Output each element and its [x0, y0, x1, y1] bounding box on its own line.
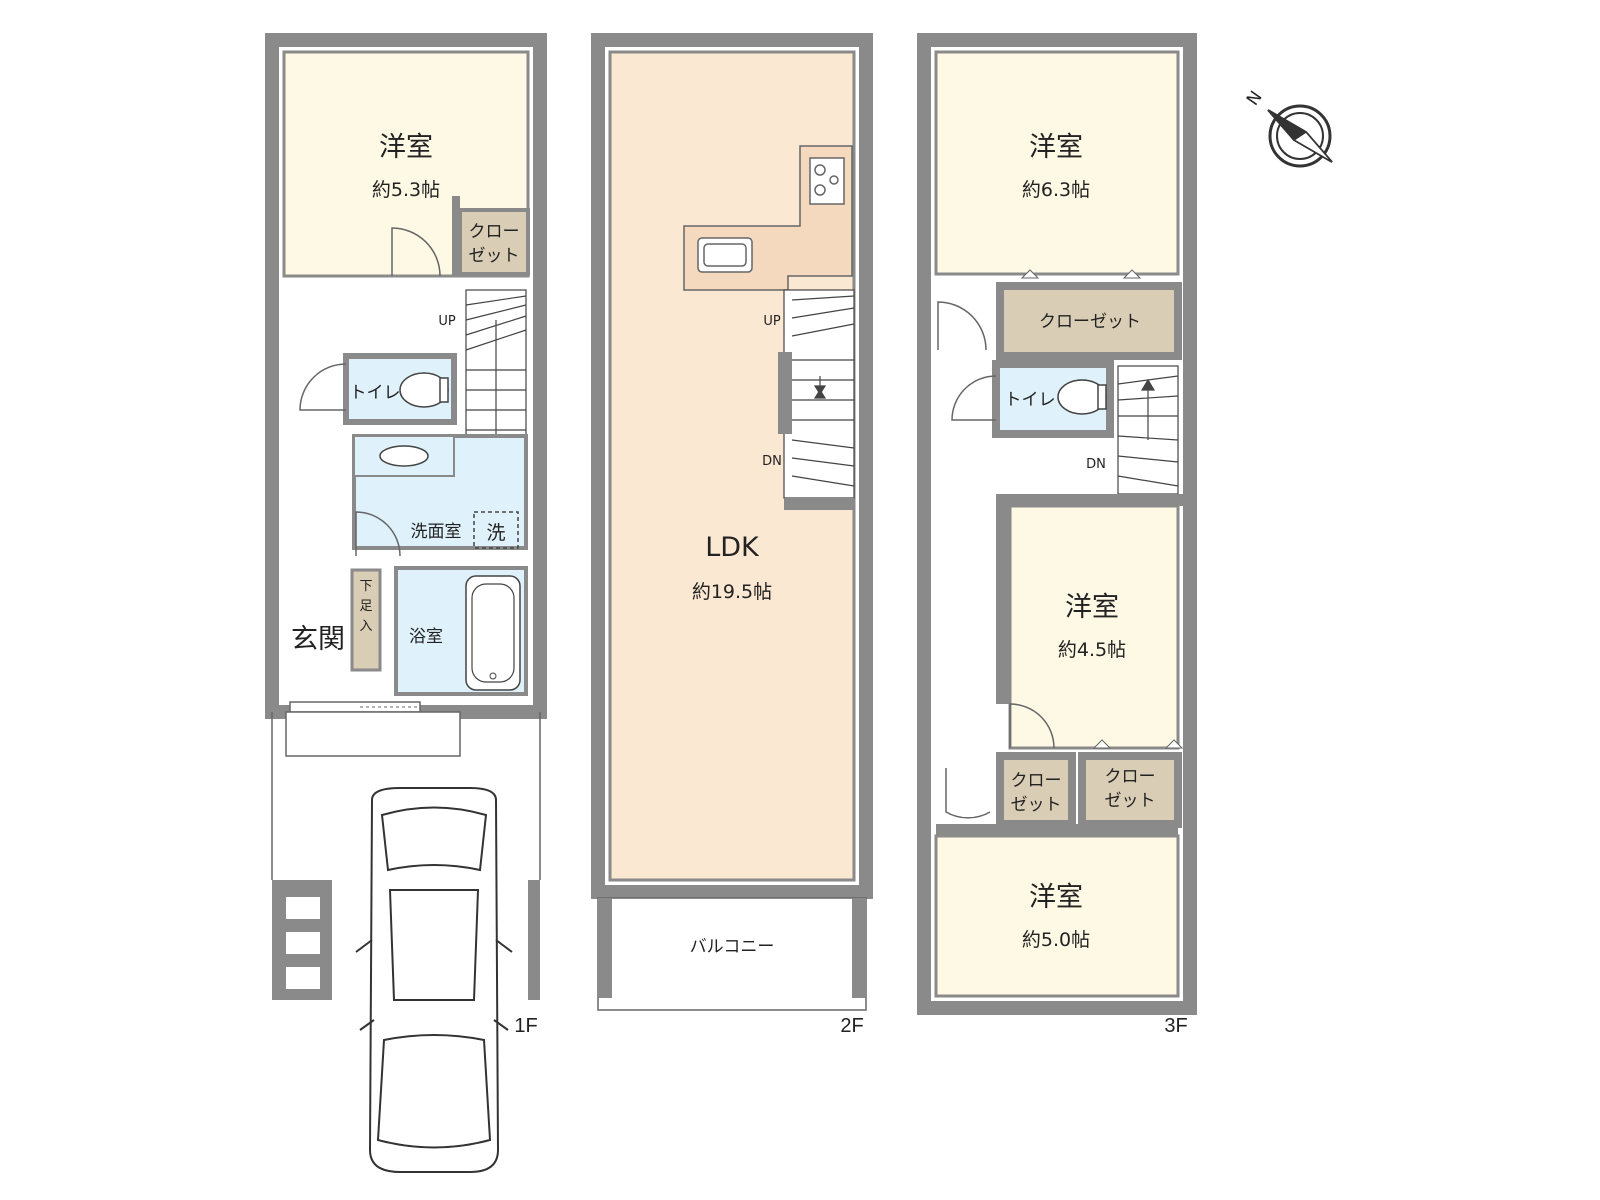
f3-closet-b-label-2: ゼット — [1011, 795, 1062, 815]
f1-closet-label-2: ゼット — [469, 246, 520, 266]
f3-closet-a-label: クローゼット — [1039, 312, 1141, 332]
f3-closet-b-label-1: クロー — [1011, 771, 1062, 791]
f2-balcony-label: バルコニー — [690, 937, 775, 957]
floor-2f — [591, 33, 873, 1011]
f1-shoe-box — [350, 568, 382, 672]
f1-closet-label-1: クロー — [469, 222, 520, 242]
f1-western-room-size: 約5.3帖 — [372, 179, 440, 201]
f1-stairs-up-label: UP — [438, 314, 456, 329]
f3-closet-c-label-1: クロー — [1105, 767, 1156, 787]
f1-closet — [458, 208, 530, 276]
f3-stairs — [1117, 365, 1179, 495]
f1-shoe-box-label-2: 足 — [359, 599, 372, 614]
f3-closet-c-label-2: ゼット — [1105, 791, 1156, 811]
f2-stairs-up-label: UP — [763, 314, 781, 329]
f3-floor-label: 3F — [1164, 1015, 1187, 1037]
f1-door-icon — [391, 227, 441, 277]
f2-stairs-down-label: DN — [762, 454, 782, 469]
f3-toilet-door-icon — [951, 375, 997, 421]
f1-floor-label: 1F — [514, 1015, 537, 1037]
f3-room-b-door-icon — [1009, 703, 1055, 749]
f2-stairs — [778, 289, 855, 499]
f3-room-a-size: 約6.3帖 — [1022, 179, 1090, 201]
sink-icon — [379, 445, 429, 467]
f3-western-room-c — [934, 834, 1180, 998]
f1-toilet-door-icon — [299, 363, 347, 411]
stove-icon — [809, 157, 845, 205]
f3-stairs-down-label: DN — [1086, 457, 1106, 472]
f3-room-c-name: 洋室 — [1029, 882, 1083, 913]
f3-western-room-a — [934, 50, 1180, 276]
f2-balcony — [597, 897, 867, 1011]
f1-washroom-label: 洗面室 — [411, 522, 462, 542]
floor-3f — [917, 33, 1197, 1015]
f1-shoe-box-label-3: 入 — [359, 619, 372, 634]
f1-bathroom-label: 浴室 — [409, 627, 443, 647]
f3-room-b-size: 約4.5帖 — [1058, 639, 1126, 661]
compass-icon — [1267, 104, 1333, 168]
f1-shoe-box-label-1: 下 — [359, 579, 372, 594]
kitchen-counter — [683, 145, 853, 291]
f3-closet-a — [996, 282, 1182, 360]
f3-toilet-label: トイレ — [1005, 390, 1056, 410]
f3-hall-door-icon — [945, 768, 991, 819]
f1-washroom-door-icon — [355, 511, 401, 557]
floor-1f — [265, 33, 547, 1173]
f2-ldk-name: LDK — [705, 532, 760, 563]
f2-floor-label: 2F — [840, 1015, 863, 1037]
compass-north-label: N — [1243, 88, 1267, 110]
f3-room-c-size: 約5.0帖 — [1022, 929, 1090, 951]
car-icon — [355, 787, 513, 1173]
washer-icon — [473, 511, 519, 549]
f3-door-icon — [937, 301, 987, 351]
f1-entrance-label: 玄関 — [291, 624, 345, 655]
f3-room-a-name: 洋室 — [1029, 132, 1083, 163]
f1-washer-label: 洗 — [486, 522, 505, 544]
f3-western-room-b — [1008, 504, 1180, 750]
f1-western-room-name: 洋室 — [379, 132, 433, 163]
f2-ldk-size: 約19.5帖 — [692, 581, 772, 603]
f3-room-b-name: 洋室 — [1065, 592, 1119, 623]
f1-toilet-label: トイレ — [350, 383, 401, 403]
